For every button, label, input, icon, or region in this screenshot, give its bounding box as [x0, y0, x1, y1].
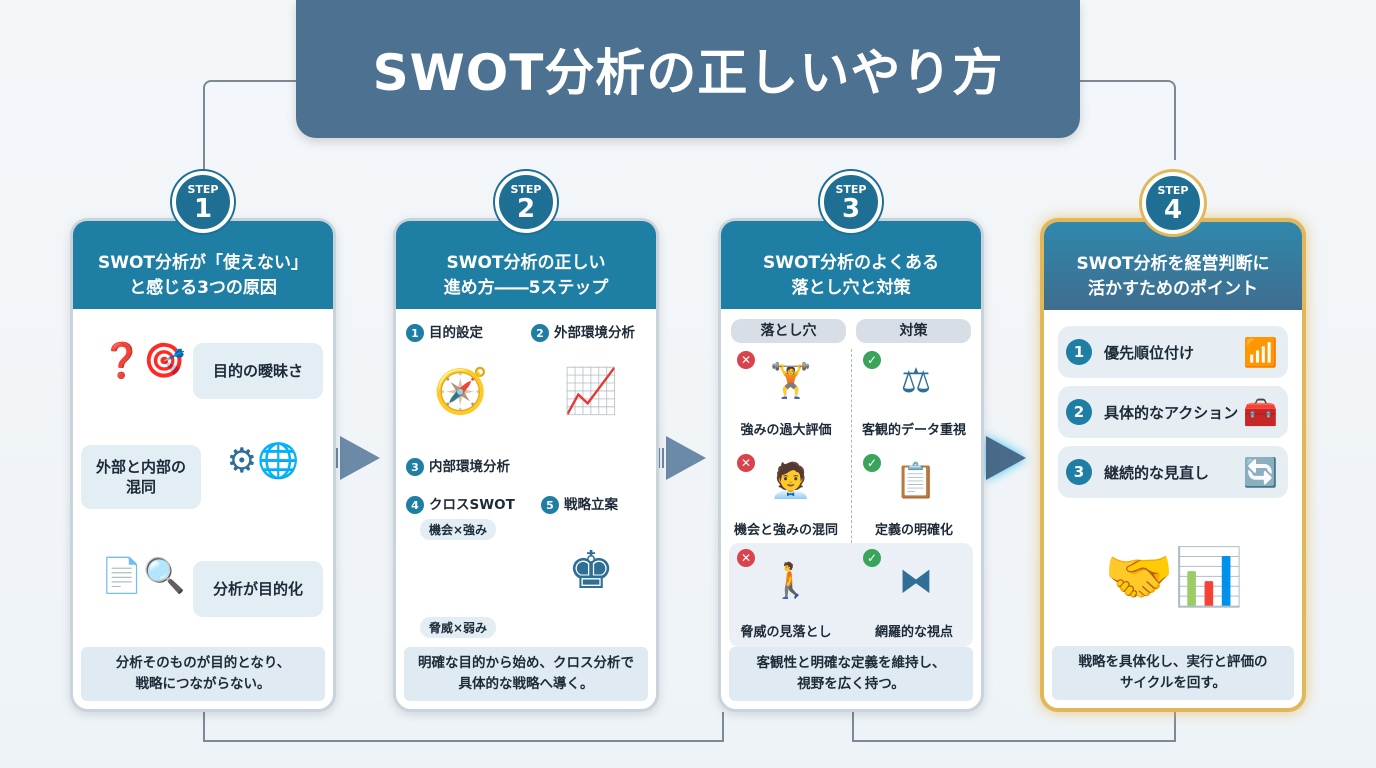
page-title: SWOT分析の正しいやり方: [296, 0, 1080, 138]
gears-globe-icon: ⚙🌐: [226, 441, 300, 481]
remedy-item: 網羅的な視点: [874, 625, 953, 640]
check-mark-icon: ✓: [863, 351, 881, 369]
person-board-icon: 🧑‍💼: [769, 461, 813, 501]
panorama-icon: ⧓: [899, 561, 933, 601]
step-summary: 客観性と明確な定義を維持し、 視野を広く持つ。: [729, 647, 973, 701]
compass-flag-icon: 🧭: [433, 366, 489, 417]
cross-mark-icon: ✕: [737, 549, 755, 567]
scales-icon: ⚖: [900, 361, 932, 401]
podium-arrow-icon: 📶: [1243, 335, 1278, 369]
check-mark-icon: ✓: [863, 549, 881, 567]
connector-line: [852, 712, 1176, 742]
cause-item: 分析が目的化: [193, 561, 323, 617]
toolbox-icon: 🧰: [1243, 395, 1278, 429]
clipboard-icon: 📋: [894, 461, 938, 501]
connector-line: [203, 80, 297, 180]
documents-magnifier-icon: 📄🔍: [100, 556, 186, 596]
weightlifter-icon: 🏋: [769, 361, 813, 401]
pitfall-item: 強みの過大評価: [740, 423, 832, 438]
cross-matrix-icon: [431, 546, 495, 610]
step-summary: 戦略を具体化し、実行と評価の サイクルを回す。: [1052, 646, 1294, 700]
column-header-pitfalls: 落とし穴: [731, 319, 846, 343]
connector-line: [203, 712, 724, 742]
cross-mark-icon: ✕: [737, 454, 755, 472]
cross-mark-icon: ✕: [737, 351, 755, 369]
step-heading: SWOT分析が「使えない」 と感じる3つの原因: [73, 221, 333, 309]
walking-shadow-icon: 🚶: [769, 561, 813, 601]
pitfall-item: 機会と強みの混同: [733, 523, 838, 538]
pitfall-item: 脅威の見落とし: [740, 625, 832, 640]
column-divider: [851, 349, 852, 639]
cause-item: 外部と内部の 混同: [81, 445, 201, 509]
remedy-item: 定義の明確化: [874, 523, 953, 538]
cross-tag: 機会×強み: [420, 519, 497, 540]
step-summary: 明確な目的から始め、クロス分析で 具体的な戦略へ導く。: [404, 647, 648, 701]
remedy-item: 客観的データ重視: [861, 423, 966, 438]
business-meeting-illustration: 🤝📊: [1104, 545, 1244, 610]
step-heading: SWOT分析のよくある 落とし穴と対策: [721, 221, 981, 309]
row-background: [729, 543, 973, 647]
growth-chart-icon: 📈: [563, 366, 619, 417]
chess-board-icon: ♚: [567, 541, 615, 601]
cause-item: 目的の曖昧さ: [193, 343, 323, 399]
flow-arrow: [646, 436, 716, 480]
step-heading: SWOT分析の正しい 進め方――5ステップ: [396, 221, 656, 309]
check-mark-icon: ✓: [863, 454, 881, 472]
cross-tag: 脅威×弱み: [420, 617, 497, 638]
target-question-icon: ❓🎯: [100, 341, 186, 381]
connector-line: [1080, 80, 1176, 160]
column-header-remedies: 対策: [856, 319, 971, 343]
step-summary: 分析そのものが目的となり、 戦略につながらない。: [81, 647, 325, 701]
cycle-calendar-icon: 🔄: [1243, 455, 1278, 489]
step-heading: SWOT分析を経営判断に 活かすためのポイント: [1044, 222, 1302, 310]
